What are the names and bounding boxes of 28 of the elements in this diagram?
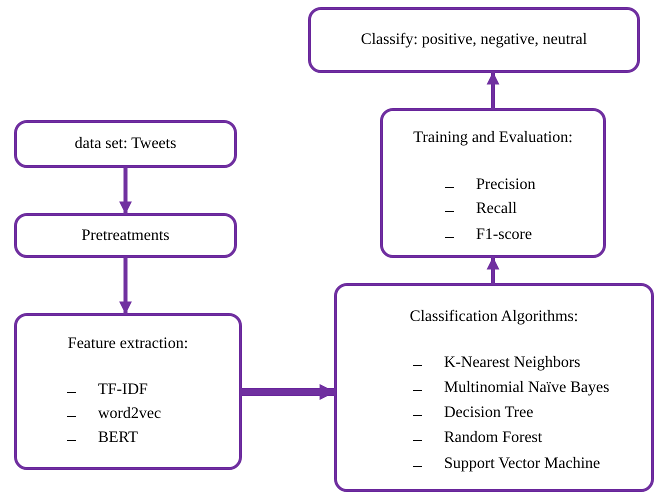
- process-box: [380, 108, 606, 258]
- box-heading: Training and Evaluation:: [412, 129, 574, 147]
- arrow: [486, 256, 500, 283]
- list-item: Multinomial Naïve Bayes: [444, 379, 610, 397]
- list-item: TF-IDF: [98, 381, 148, 399]
- box-label: data set: Tweets: [74, 135, 176, 153]
- process-box: [14, 120, 237, 168]
- list-item: Random Forest: [444, 429, 542, 447]
- arrow: [119, 258, 132, 314]
- list-item: Decision Tree: [444, 404, 534, 422]
- process-box: [334, 283, 654, 492]
- box-label: Pretreatments: [82, 226, 170, 244]
- arrow: [242, 384, 336, 400]
- list-item: word2vec: [98, 405, 162, 423]
- box-heading: Classification Algorithms:: [408, 308, 580, 326]
- box-label: Classify: positive, negative, neutral: [360, 31, 588, 49]
- list-item: Precision: [476, 176, 536, 194]
- list-item: F1-score: [476, 226, 532, 244]
- box-heading: Feature extraction:: [66, 335, 190, 353]
- process-box: [14, 313, 242, 470]
- process-box: [14, 213, 237, 258]
- arrow: [119, 168, 132, 214]
- list-item: K-Nearest Neighbors: [444, 354, 580, 372]
- list-item: Support Vector Machine: [444, 455, 600, 473]
- list-item: BERT: [98, 429, 138, 447]
- process-box: [308, 7, 640, 73]
- arrow: [486, 72, 500, 108]
- list-item: Recall: [476, 200, 517, 218]
